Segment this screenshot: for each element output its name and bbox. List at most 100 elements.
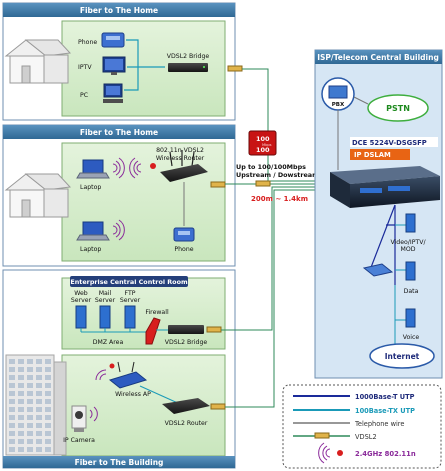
speed-label-1: Up to 100/100Mbps: [236, 163, 306, 171]
building-window: [9, 391, 15, 396]
building-window: [9, 367, 15, 372]
wireless-ap-label: Wireless AP: [115, 391, 151, 398]
building-window: [45, 439, 51, 444]
building-window: [27, 439, 33, 444]
building-window: [9, 383, 15, 388]
ftp-server-label-2: Server: [120, 297, 141, 304]
vdsl2-bridge-device: [168, 63, 208, 72]
pbx-label: PBX: [332, 102, 345, 108]
building-window: [45, 431, 51, 436]
server-icon: [99, 305, 111, 329]
web-server-label-1: Web: [74, 290, 88, 297]
internet-label: Internet: [385, 352, 420, 361]
speed-badge-icon: 100 Mbps 100: [248, 130, 277, 156]
ftp-server-label-1: FTP: [125, 290, 136, 297]
building-window: [18, 367, 24, 372]
mail-server-label-2: Server: [95, 297, 116, 304]
isp-voice-label: Voice: [403, 334, 420, 341]
home2-title: Fiber to The Home: [80, 128, 158, 137]
isp-title: ISP/Telecom Central Building: [317, 53, 439, 62]
building-window: [27, 391, 33, 396]
internet-cloud-icon: [369, 343, 435, 369]
building-window: [36, 439, 42, 444]
pc-icon: [103, 83, 123, 103]
ip-dslam-device: [330, 166, 440, 208]
building-router-label: VDSL2 Router: [165, 420, 208, 427]
building-window: [27, 407, 33, 412]
distance-label: 200m ~ 1.4km: [251, 195, 308, 203]
legend-telephone: Telephone wire: [354, 420, 404, 428]
enterprise-title: Enterprise Central Control Room: [70, 278, 188, 286]
building-window: [27, 399, 33, 404]
building-window: [36, 399, 42, 404]
building-window: [45, 391, 51, 396]
building-window: [36, 447, 42, 452]
wireless-badge-icon: [337, 450, 343, 456]
building-window: [45, 367, 51, 372]
legend-100base: 100Base-TX UTP: [355, 407, 415, 415]
legend-1000base: 1000Base-T UTP: [355, 393, 415, 401]
laptop-icon: [76, 159, 110, 179]
server-icon: [405, 261, 416, 281]
vdsl2-router-device: [162, 398, 210, 414]
home2-laptop1-label: Laptop: [80, 184, 101, 191]
web-server-label-2: Server: [71, 297, 92, 304]
ip-camera-label: IP Camera: [63, 437, 95, 444]
building-window: [27, 383, 33, 388]
pstn-cloud-icon: [367, 94, 429, 122]
building-window: [27, 431, 33, 436]
dmz-area-label: DMZ Area: [93, 339, 124, 346]
building-window: [9, 415, 15, 420]
building-window: [27, 423, 33, 428]
building-window: [9, 375, 15, 380]
home2-router-label-1: 802.11n VDSL2: [156, 147, 204, 154]
building-window: [45, 423, 51, 428]
firewall-label: Firewall: [145, 309, 169, 316]
building-window: [9, 399, 15, 404]
dslam-title-box: [350, 149, 410, 160]
server-icon: [405, 213, 416, 233]
home2-panel: Fiber to The Home Laptop: [2, 124, 236, 267]
building-window: [45, 375, 51, 380]
building-window: [18, 439, 24, 444]
ip-camera-icon: [71, 405, 87, 432]
building-window: [18, 407, 24, 412]
building-window: [36, 383, 42, 388]
house-icon: [4, 39, 72, 84]
building-window: [18, 359, 24, 364]
wireless-badge-icon: [150, 163, 156, 169]
vdsl2-connector: [314, 432, 330, 439]
tv-icon: [102, 56, 126, 75]
building-window: [9, 359, 15, 364]
building-window: [36, 391, 42, 396]
building-window: [27, 367, 33, 372]
wireless-badge-icon: [109, 363, 115, 369]
building-window: [45, 383, 51, 388]
home1-pc-label: PC: [80, 92, 88, 99]
building-window: [18, 447, 24, 452]
vdsl2-connector: [206, 326, 222, 333]
badge-bottom-text: 100: [256, 146, 270, 154]
vdsl2-trunk-lines: [221, 68, 330, 408]
wireless-ap-device: [108, 361, 148, 389]
wifi-signal-icon: [318, 442, 331, 464]
wifi-signal-icon: [89, 406, 98, 422]
badge-top-text: 100: [256, 135, 270, 143]
pstn-label: PSTN: [386, 104, 410, 113]
enterprise-bridge-label: VDSL2 Bridge: [165, 339, 208, 346]
building-window: [27, 375, 33, 380]
building-windows: [9, 359, 51, 452]
building-window: [27, 447, 33, 452]
building-window: [18, 383, 24, 388]
building-window: [18, 423, 24, 428]
house-icon: [4, 173, 72, 218]
home1-iptv-label: IPTV: [78, 64, 92, 71]
isp-video-label-2: MOD: [401, 246, 416, 253]
home1-panel: Fiber to The Home Phone IPTV PC: [2, 2, 243, 121]
wifi-signal-icon: [112, 157, 142, 179]
building-window: [36, 415, 42, 420]
building-window: [18, 431, 24, 436]
home1-bridge-label: VDSL2 Bridge: [167, 53, 210, 60]
mail-server-label-1: Mail: [99, 290, 112, 297]
